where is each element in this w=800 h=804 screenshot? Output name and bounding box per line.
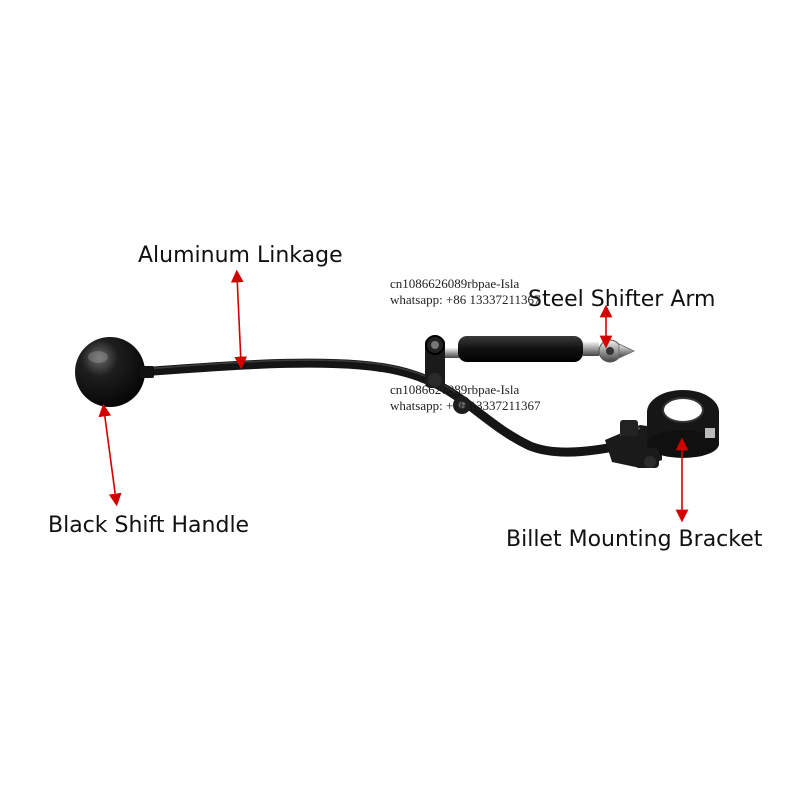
label-black-shift-handle: Black Shift Handle — [48, 513, 250, 538]
watermark-bottom-line1: cn1086626089rbpae-Isla — [390, 382, 520, 397]
label-steel-shifter-arm: Steel Shifter Arm — [528, 287, 716, 312]
shift-knob — [75, 337, 154, 407]
watermark-top-line2: whatsapp: +86 13337211367 — [390, 292, 541, 307]
callout-arrows — [98, 269, 689, 523]
mounting-bracket — [605, 390, 719, 468]
watermark-top-line1: cn1086626089rbpae-Isla — [390, 276, 520, 291]
label-billet-mounting-bracket: Billet Mounting Bracket — [506, 527, 763, 552]
rod-joint — [453, 396, 471, 414]
watermark-top: cn1086626089rbpae-Isla whatsapp: +86 133… — [390, 276, 541, 308]
linkage-tube — [458, 336, 635, 363]
watermark-bottom: cn1086626089rbpae-Isla whatsapp: +86 133… — [390, 382, 541, 414]
arrow-aluminum-linkage — [230, 269, 248, 370]
pivot-link — [425, 335, 459, 388]
shift-rod — [135, 358, 645, 457]
arrow-black-shift-handle — [98, 403, 122, 507]
label-aluminum-linkage: Aluminum Linkage — [138, 243, 343, 268]
watermark-bottom-line2: whatsapp: +86 13337211367 — [390, 398, 541, 413]
